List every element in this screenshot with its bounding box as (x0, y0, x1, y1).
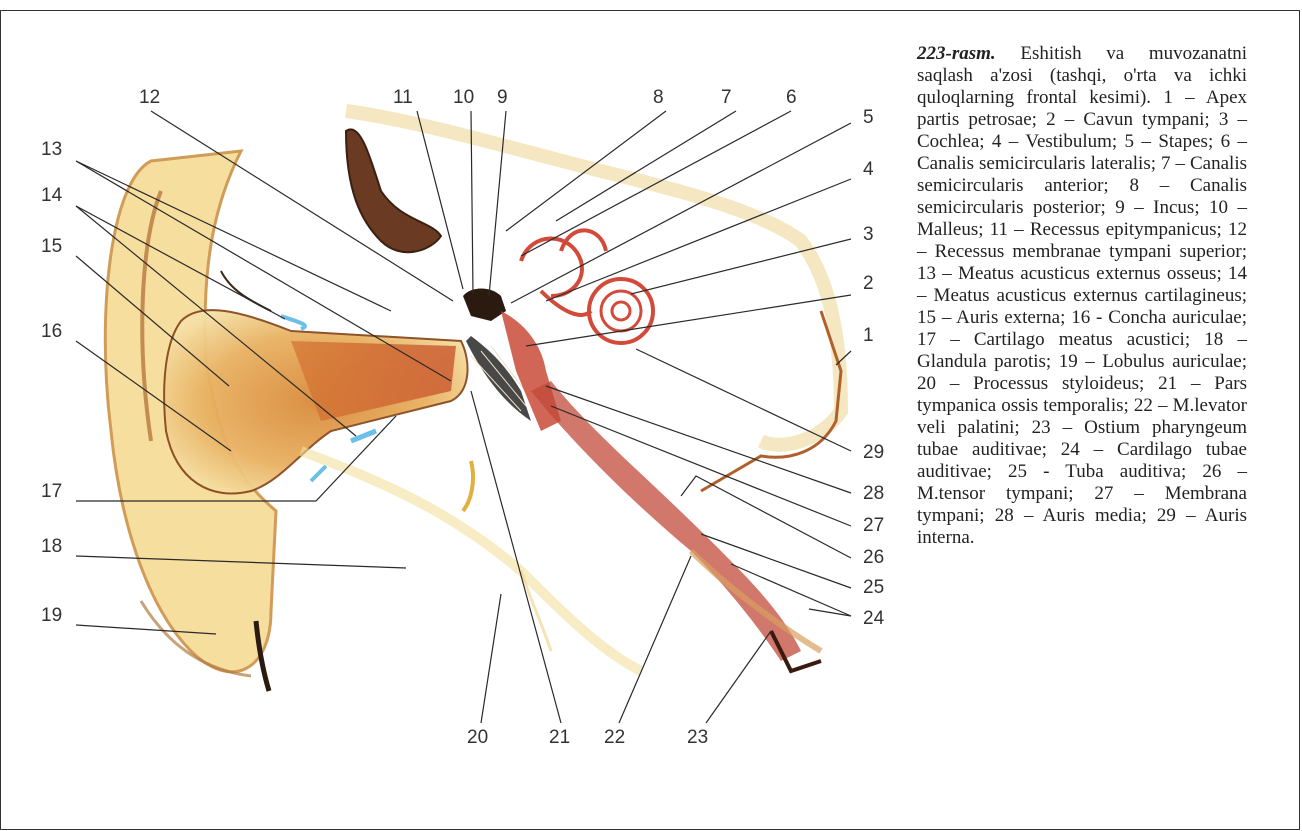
label-17: 17 (41, 481, 62, 502)
label-26: 26 (863, 547, 884, 568)
label-28: 28 (863, 483, 884, 504)
label-3: 3 (863, 224, 874, 245)
temporal-bone (344, 104, 849, 493)
label-24: 24 (863, 608, 885, 629)
label-29: 29 (863, 442, 884, 463)
inner-ear (519, 228, 655, 345)
label-4: 4 (863, 159, 874, 180)
label-1: 1 (863, 325, 874, 346)
caption-title: 223-rasm. (917, 43, 996, 64)
label-7: 7 (721, 87, 732, 108)
label-14: 14 (41, 185, 63, 206)
label-11: 11 (393, 87, 413, 108)
auditory-tube (531, 381, 823, 674)
label-12: 12 (139, 87, 160, 108)
label-13: 13 (41, 139, 62, 160)
label-6: 6 (786, 87, 797, 108)
label-5: 5 (863, 107, 874, 128)
label-18: 18 (41, 536, 62, 557)
ear-section-illustration: 1 2 3 4 5 6 7 8 9 10 11 12 13 14 15 16 1… (41, 87, 885, 748)
label-27: 27 (863, 515, 884, 536)
label-9: 9 (497, 87, 508, 108)
label-23: 23 (687, 727, 708, 748)
middle-ear (463, 288, 561, 431)
label-22: 22 (604, 727, 625, 748)
label-21: 21 (549, 727, 570, 748)
figure-caption: 223-rasm. Eshitish va muvozanatni saqlas… (917, 43, 1247, 549)
label-15: 15 (41, 236, 62, 257)
caption-legend: 1 – Apex partis petrosae; 2 – Cavun tymp… (917, 87, 1247, 548)
label-10: 10 (453, 87, 474, 108)
label-8: 8 (653, 87, 664, 108)
label-25: 25 (863, 577, 884, 598)
concha-and-meatus (163, 270, 469, 495)
figure-frame: 1 2 3 4 5 6 7 8 9 10 11 12 13 14 15 16 1… (0, 10, 1300, 830)
figure-labels: 1 2 3 4 5 6 7 8 9 10 11 12 13 14 15 16 1… (41, 87, 885, 748)
label-16: 16 (41, 321, 62, 342)
label-2: 2 (863, 273, 874, 294)
label-20: 20 (467, 727, 488, 748)
leader-lines (75, 110, 852, 724)
label-19: 19 (41, 605, 62, 626)
lower-region (299, 446, 644, 676)
caption-subtitle: Eshitish va muvozanatni saqlash a'zosi (… (917, 43, 1247, 108)
